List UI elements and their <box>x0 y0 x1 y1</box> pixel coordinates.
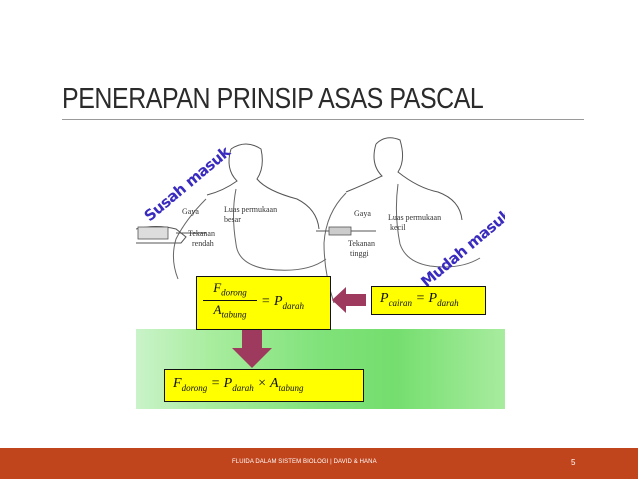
num-var: F <box>213 280 221 295</box>
eq-right-lhs-sub: cairan <box>389 298 413 308</box>
slide-title: PENERAPAN PRINSIP ASAS PASCAL <box>62 83 483 116</box>
eq-right-rhs: = P <box>412 291 437 306</box>
arrow-down-icon <box>232 330 272 368</box>
eq-bottom-b-sub: darah <box>232 383 254 393</box>
equation-pressure-equal: Pcairan = Pdarah <box>371 286 486 315</box>
fraction: Fdorong Atabung <box>203 280 257 319</box>
eq-bottom-a: F <box>173 376 182 391</box>
right-tekanan-label-2: tinggi <box>350 249 369 258</box>
footer-text: FLUIDA DALAM SISTEM BIOLOGI | DAVID & HA… <box>232 459 377 465</box>
right-gaya-label: Gaya <box>354 209 371 218</box>
eq-right-rhs-sub: darah <box>437 298 459 308</box>
right-tekanan-label: Tekanan <box>348 239 375 248</box>
left-gaya-label: Gaya <box>182 207 199 216</box>
right-luas-label-2: kecil <box>390 223 406 232</box>
left-tekanan-label-2: rendah <box>192 239 214 248</box>
eq-bottom-a-sub: dorong <box>182 383 208 393</box>
eq-bottom-c: × A <box>254 376 279 391</box>
eq-left-rhs: = P <box>261 294 283 309</box>
left-tekanan-label: Tekanan <box>188 229 215 238</box>
left-luas-label-2: besar <box>224 215 241 224</box>
equation-force-area: Fdorong Atabung = Pdarah <box>196 276 331 330</box>
right-luas-label: Luas permukaan <box>388 213 441 222</box>
arrow-left-icon <box>332 287 366 313</box>
num-sub: dorong <box>221 288 247 298</box>
equation-force-result: Fdorong = Pdarah × Atabung <box>164 369 364 402</box>
title-underline <box>62 119 584 120</box>
page-number: 5 <box>571 458 575 467</box>
den-sub: tabung <box>221 309 246 319</box>
eq-bottom-b: = P <box>207 376 232 391</box>
pascal-figure: Gaya Luas permukaan besar Tekanan rendah… <box>136 129 505 409</box>
left-luas-label: Luas permukaan <box>224 205 277 214</box>
eq-right-lhs: P <box>380 291 389 306</box>
eq-left-rhs-sub: darah <box>283 301 305 311</box>
eq-bottom-c-sub: tabung <box>279 383 304 393</box>
